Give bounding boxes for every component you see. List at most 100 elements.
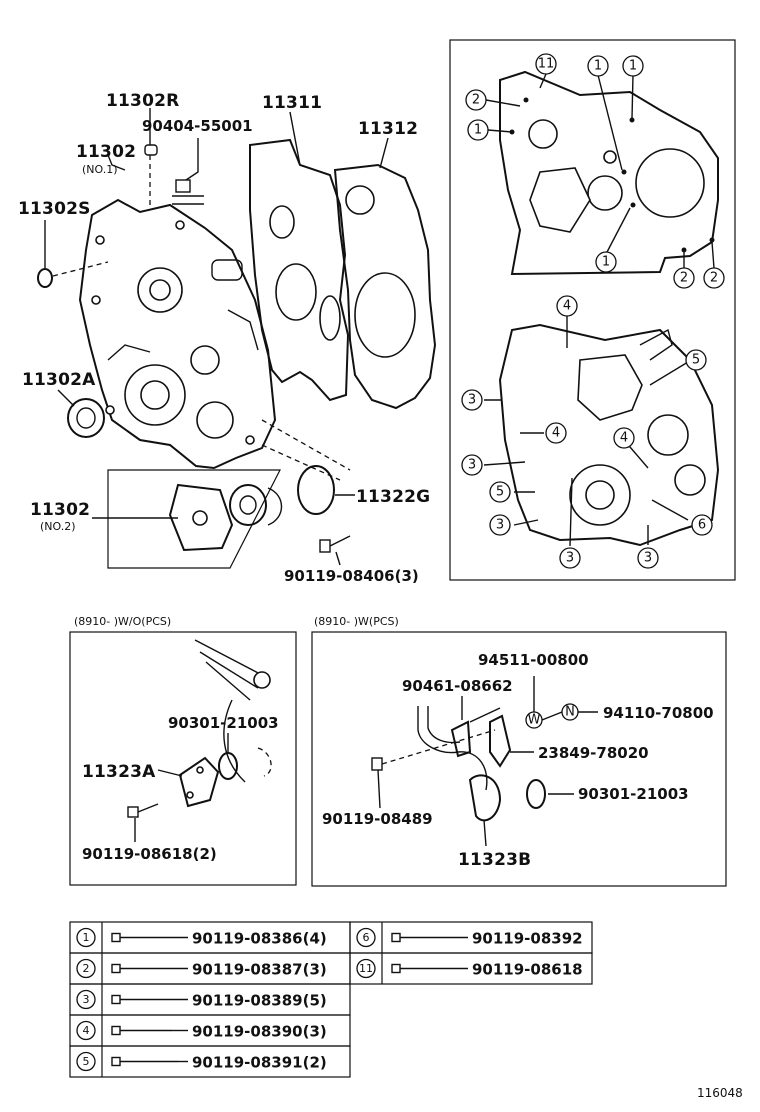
callout-3: 3 [461,389,483,411]
lower-cover [498,323,720,547]
callout-number: 4 [563,299,571,314]
callout-number: 6 [698,518,706,533]
label-90119-08618: 90119-08618(2) [82,845,217,863]
w-mark: W [528,713,541,728]
callout-5: 5 [489,481,511,503]
callout-circle [559,547,581,569]
gasket-11312 [333,163,437,410]
plug-11302r [144,144,158,156]
bolt-head-icon [111,994,121,1005]
callout-circle [465,89,487,111]
bolt-head-icon [111,963,121,974]
table-num: 11 [359,962,373,975]
n-mark: N [565,705,575,720]
callout-circle [489,514,511,536]
callout-2: 2 [465,89,487,111]
callout-number: 11 [538,57,555,72]
callout-number: 1 [594,59,602,74]
bolt-head-icon [391,932,401,943]
o-ring-11322g [297,465,335,515]
callout-1: 1 [467,119,489,141]
label-11323b: 11323B [458,850,531,870]
label-90404-55001: 90404-55001 [142,117,253,135]
callout-number: 1 [602,255,610,270]
callout-number: 4 [552,426,560,441]
label-11302s: 11302S [18,199,91,219]
wo-pcs-drawing [127,639,272,842]
callout-circle [461,454,483,476]
callout-5: 5 [685,349,707,371]
table-row: 11 90119-08618 [349,952,593,985]
label-no2: (NO.2) [40,520,76,533]
bolt-head-icon [391,963,401,974]
table-num-circle [356,958,376,979]
callout-6: 6 [691,514,713,536]
bolt-head-icon [111,1025,121,1036]
callout-number: 3 [468,393,476,408]
callout-11: 11 [535,53,557,75]
stud-90404 [172,179,204,205]
timing-cover [78,198,277,470]
w-pcs-drawing [371,676,598,847]
callout-3: 3 [559,547,581,569]
callout-circle [595,251,617,273]
table-num-circle [76,927,96,948]
callout-number: 1 [629,59,637,74]
table-num-circle [76,1051,96,1072]
callout-1: 1 [595,251,617,273]
table-part-number: 90119-08391(2) [192,1054,327,1072]
callout-circle [703,267,725,289]
callout-number: 5 [692,353,700,368]
bolt-location-panel [449,39,736,581]
label-11312: 11312 [358,119,418,139]
oil-seal-11302a [67,398,105,438]
callout-number: 3 [566,551,574,566]
callout-circle [637,547,659,569]
table-num-circle [356,927,376,948]
callout-number: 3 [644,551,652,566]
table-num-circle [76,958,96,979]
w-pcs-panel [311,631,727,887]
gasket-11311 [249,138,350,402]
label-90301-21003-wo: 90301-21003 [168,714,279,732]
label-23849-78020: 23849-78020 [538,744,649,762]
callout-number: 4 [620,431,628,446]
table-num: 1 [83,931,90,944]
callout-circle [545,422,567,444]
callout-circle [467,119,489,141]
table-num-circle [76,989,96,1010]
callout-4: 4 [613,427,635,449]
label-11311: 11311 [262,93,322,113]
callout-leaders [483,73,715,547]
callout-2: 2 [673,267,695,289]
wo-pcs-header: (8910- )W/O(PCS) [74,615,171,628]
w-pcs-header: (8910- )W(PCS) [314,615,399,628]
callout-1: 1 [587,55,609,77]
table-part-number: 90119-08390(3) [192,1023,327,1041]
callout-3: 3 [461,454,483,476]
upper-plate [499,70,719,276]
callout-3: 3 [489,514,511,536]
label-11302r: 11302R [106,91,179,111]
callout-circle [556,295,578,317]
callout-circle [461,389,483,411]
callout-4: 4 [556,295,578,317]
callout-2: 2 [703,267,725,289]
bolt-head-icon [111,1056,121,1067]
callout-1: 1 [622,55,644,77]
callout-circle [673,267,695,289]
callout-circle [691,514,713,536]
callout-circle [613,427,635,449]
table-num: 6 [363,931,370,944]
callout-number: 3 [496,518,504,533]
table-part-number: 90119-08618 [472,961,583,979]
leader-lines-main [44,108,389,566]
